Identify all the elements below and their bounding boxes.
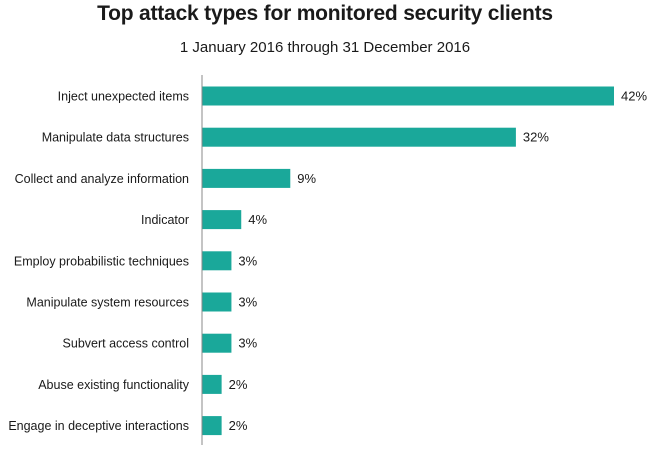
bar bbox=[202, 333, 232, 353]
bar bbox=[202, 374, 222, 394]
category-label: Employ probabilistic techniques bbox=[14, 254, 189, 268]
bar bbox=[202, 251, 232, 271]
data-label: 2% bbox=[229, 418, 248, 433]
data-label: 32% bbox=[523, 130, 549, 145]
data-label: 2% bbox=[229, 377, 248, 392]
bar bbox=[202, 416, 222, 436]
category-label: Abuse existing functionality bbox=[38, 378, 190, 392]
data-label: 4% bbox=[248, 212, 267, 227]
category-label: Manipulate data structures bbox=[42, 131, 189, 145]
bar bbox=[202, 168, 291, 188]
category-label: Indicator bbox=[141, 213, 189, 227]
bar bbox=[202, 292, 232, 312]
chart-subtitle: 1 January 2016 through 31 December 2016 bbox=[179, 39, 471, 56]
data-label: 3% bbox=[238, 253, 257, 268]
bar bbox=[202, 210, 242, 230]
category-label: Inject unexpected items bbox=[58, 90, 189, 104]
data-label: 9% bbox=[297, 171, 316, 186]
category-label: Manipulate system resources bbox=[26, 296, 189, 310]
category-label: Engage in deceptive interactions bbox=[8, 419, 189, 433]
category-label: Collect and analyze information bbox=[15, 172, 189, 186]
chart-title: Top attack types for monitored security … bbox=[97, 2, 553, 25]
bar bbox=[202, 127, 516, 147]
data-label: 3% bbox=[238, 295, 257, 310]
data-label: 42% bbox=[621, 89, 647, 104]
data-label: 3% bbox=[238, 336, 257, 351]
bar bbox=[202, 86, 614, 106]
category-label: Subvert access control bbox=[63, 337, 189, 351]
